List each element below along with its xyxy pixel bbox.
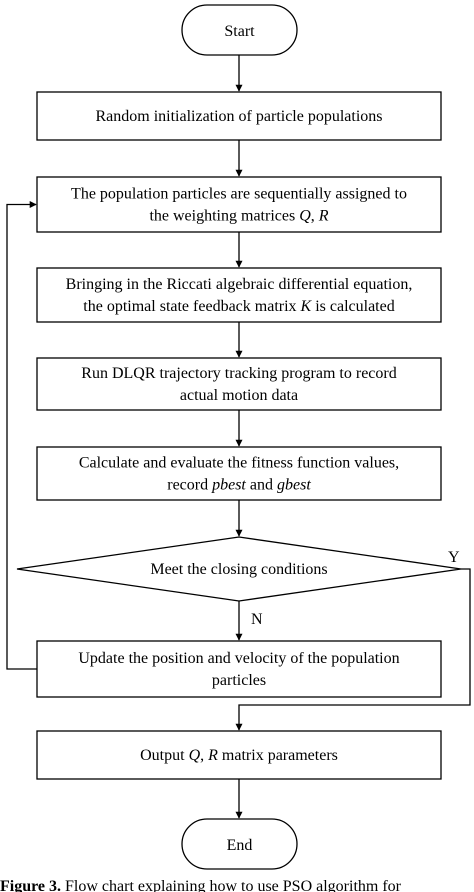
step-dlqr-text: Run DLQR trajectory tracking program to … <box>81 365 396 404</box>
start-label: Start <box>224 23 255 40</box>
step-line: Update the position and velocity of the … <box>78 650 399 667</box>
start-terminal: Start <box>181 4 298 56</box>
no-label: N <box>251 611 263 628</box>
caption-text: Flow chart explaining how to use PSO alg… <box>61 878 402 892</box>
step-run: Random initialization of particle popula… <box>95 108 382 125</box>
step-run: Q <box>299 208 311 225</box>
step-dlqr-box: Run DLQR trajectory tracking program to … <box>36 357 442 411</box>
step-line: Output Q, R matrix parameters <box>140 747 338 764</box>
step-output-text: Output Q, R matrix parameters <box>140 747 338 764</box>
decision-diamond: Meet the closing conditions <box>16 536 462 602</box>
step-line: Random initialization of particle popula… <box>95 108 382 125</box>
step-riccati-box: Bringing in the Riccati algebraic differ… <box>36 267 442 323</box>
step-run: and <box>246 477 277 494</box>
step-run: Q <box>189 747 201 764</box>
step-fitness-box: Calculate and evaluate the fitness funct… <box>36 446 442 501</box>
step-line: particles <box>212 672 266 689</box>
arrow-loop-back <box>6 201 37 670</box>
step-init-box: Random initialization of particle popula… <box>36 91 442 141</box>
decision-label: Meet the closing conditions <box>150 561 327 578</box>
step-line: record pbest and gbest <box>167 477 311 494</box>
step-line: Run DLQR trajectory tracking program to … <box>81 365 396 382</box>
step-run: , <box>200 747 208 764</box>
step-line: the optimal state feedback matrix K is c… <box>83 298 394 315</box>
step-run: R <box>318 208 329 225</box>
step-line: the weighting matrices Q, R <box>149 208 328 225</box>
step-fitness-text: Calculate and evaluate the fitness funct… <box>79 455 399 494</box>
step-line: Calculate and evaluate the fitness funct… <box>79 455 399 472</box>
step-assign-text: The population particles are sequentiall… <box>71 186 407 225</box>
step-output-box: Output Q, R matrix parameters <box>36 730 442 780</box>
end-label: End <box>227 837 253 854</box>
step-run: record <box>167 477 212 494</box>
step-run: K <box>300 298 313 315</box>
step-run: actual motion data <box>180 387 298 404</box>
step-run: matrix parameters <box>218 747 338 764</box>
step-line: actual motion data <box>180 387 298 404</box>
step-update-text: Update the position and velocity of the … <box>78 650 399 689</box>
end-terminal: End <box>181 818 298 870</box>
yes-label: Y <box>448 549 460 566</box>
arrow-yes-branch <box>235 568 471 731</box>
step-riccati-text: Bringing in the Riccati algebraic differ… <box>66 276 413 315</box>
step-run: The population particles are sequentiall… <box>71 186 407 203</box>
step-run: the optimal state feedback matrix <box>83 298 300 315</box>
step-run: is calculated <box>311 298 395 315</box>
step-run: Bringing in the Riccati algebraic differ… <box>66 276 413 293</box>
step-run: , <box>311 208 319 225</box>
step-run: Run DLQR trajectory tracking program to … <box>81 365 396 382</box>
step-run: the weighting matrices <box>149 208 299 225</box>
step-line: Bringing in the Riccati algebraic differ… <box>66 276 413 293</box>
step-run: Output <box>140 747 188 764</box>
step-line: The population particles are sequentiall… <box>71 186 407 203</box>
step-run: Update the position and velocity of the … <box>78 650 399 667</box>
step-update-box: Update the position and velocity of the … <box>36 640 442 698</box>
step-init-text: Random initialization of particle popula… <box>95 108 382 125</box>
caption-prefix: Figure 3. <box>0 878 61 892</box>
figure-caption: Figure 3. Flow chart explaining how to u… <box>0 878 402 892</box>
step-run: gbest <box>277 477 311 494</box>
step-run: pbest <box>211 477 246 494</box>
step-run: Calculate and evaluate the fitness funct… <box>79 455 399 472</box>
step-run: R <box>207 747 218 764</box>
step-run: particles <box>212 672 266 689</box>
step-assign-box: The population particles are sequentiall… <box>36 176 442 233</box>
